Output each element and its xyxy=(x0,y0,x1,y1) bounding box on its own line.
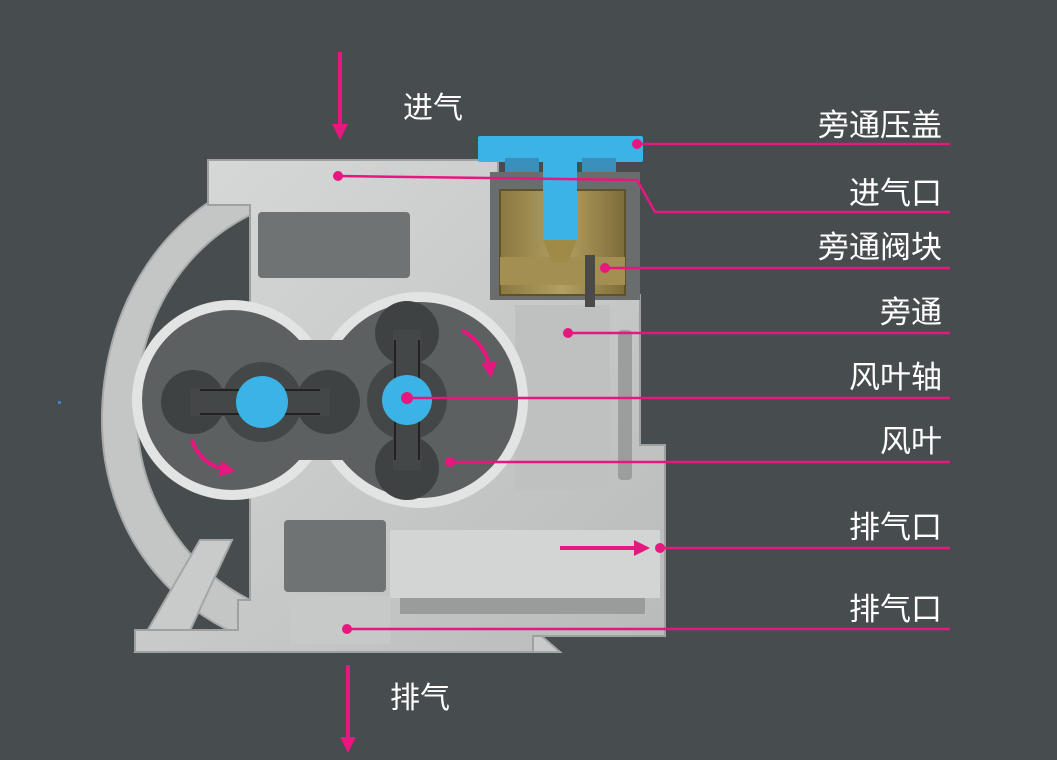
exhaust-channel xyxy=(290,596,390,644)
valve-stem xyxy=(585,255,595,307)
label-rotor-shaft: 风叶轴 xyxy=(849,360,942,396)
cover-stem xyxy=(543,160,577,240)
label-exhaust: 排气 xyxy=(390,681,450,716)
label-exhaust-port-bottom: 排气口 xyxy=(849,592,942,628)
inlet-recess xyxy=(258,212,410,278)
leader-inlet-port xyxy=(337,174,950,214)
bypass-valve-assembly xyxy=(478,136,643,307)
right-rotor xyxy=(367,301,447,500)
exhaust-recess xyxy=(284,520,386,592)
rotation-arrow-right xyxy=(460,328,497,378)
label-exhaust-port-side: 排气口 xyxy=(849,510,942,546)
label-bypass: 旁通 xyxy=(880,295,942,331)
label-bypass-valve-block: 旁通阀块 xyxy=(818,230,942,266)
label-bypass-cover: 旁通压盖 xyxy=(818,108,942,144)
label-rotor: 风叶 xyxy=(880,424,942,460)
leader-lines xyxy=(337,142,950,631)
label-inlet-port: 进气口 xyxy=(849,176,942,212)
lower-slot xyxy=(400,598,645,614)
left-rotor xyxy=(161,362,360,442)
speck xyxy=(58,401,61,404)
rotation-arrow-left xyxy=(190,439,236,477)
bypass-cover xyxy=(478,136,643,162)
side-exhaust-channel xyxy=(390,530,660,598)
left-shaft xyxy=(236,376,288,428)
leader-dots xyxy=(333,139,665,634)
label-intake: 进气 xyxy=(403,91,463,126)
bypass-slot xyxy=(618,330,632,480)
